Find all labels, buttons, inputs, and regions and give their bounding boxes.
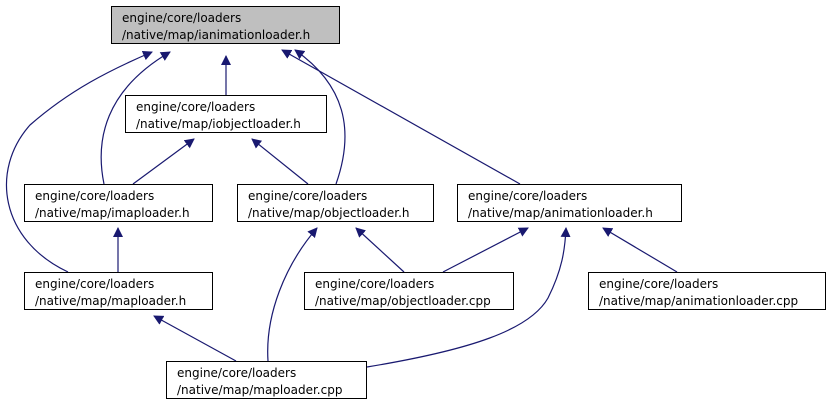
node-path-line2: /native/map/maploader.h — [35, 294, 187, 308]
node-path-line1: engine/core/loaders — [35, 189, 155, 203]
edge-objectloader-h-to-ianimationloader-h — [294, 49, 346, 185]
node-animationloader-cpp[interactable]: engine/core/loaders /native/map/animatio… — [588, 272, 826, 310]
node-path-line1: engine/core/loaders — [177, 366, 297, 380]
node-ianimationloader-h[interactable]: engine/core/loaders /native/map/ianimati… — [111, 6, 340, 44]
node-path-line2: /native/map/ianimationloader.h — [122, 28, 311, 42]
node-path-line1: engine/core/loaders — [136, 100, 256, 114]
edge-objectloader-cpp-to-animationloader-h — [442, 227, 529, 273]
edge-maploader-h-to-ianimationloader-h — [5, 50, 153, 273]
node-path-line1: engine/core/loaders — [248, 189, 368, 203]
edge-maploader-cpp-to-maploader-h — [153, 315, 237, 362]
node-path-line2: /native/map/animationloader.cpp — [599, 294, 799, 308]
node-path-line2: /native/map/objectloader.cpp — [315, 294, 491, 308]
node-path-line1: engine/core/loaders — [468, 189, 588, 203]
edge-objectloader-cpp-to-objectloader-h — [355, 227, 405, 273]
edge-objectloader-h-to-iobjectloader-h — [251, 138, 309, 185]
node-path-line2: /native/map/objectloader.h — [248, 206, 410, 220]
node-path-line2: /native/map/iobjectloader.h — [136, 117, 301, 131]
edge-imaploader-h-to-ianimationloader-h — [100, 51, 171, 185]
node-path-line2: /native/map/imaploader.h — [35, 206, 190, 220]
edge-maploader-cpp-to-animationloader-h — [366, 227, 571, 368]
node-animationloader-h[interactable]: engine/core/loaders /native/map/animatio… — [457, 184, 682, 222]
node-path-line1: engine/core/loaders — [35, 277, 155, 291]
node-objectloader-h[interactable]: engine/core/loaders /native/map/objectlo… — [237, 184, 434, 222]
node-path-line1: engine/core/loaders — [599, 277, 719, 291]
node-iobjectloader-h[interactable]: engine/core/loaders /native/map/iobjectl… — [125, 95, 327, 133]
node-path-line2: /native/map/maploader.cpp — [177, 383, 343, 397]
node-path-line1: engine/core/loaders — [315, 277, 435, 291]
node-maploader-cpp[interactable]: engine/core/loaders /native/map/maploade… — [166, 361, 367, 399]
edge-maploader-cpp-to-objectloader-h — [267, 227, 318, 362]
edge-animationloader-h-to-ianimationloader-h — [281, 49, 521, 185]
node-imaploader-h[interactable]: engine/core/loaders /native/map/imapload… — [24, 184, 213, 222]
edge-imaploader-h-to-iobjectloader-h — [132, 138, 195, 185]
node-maploader-h[interactable]: engine/core/loaders /native/map/maploade… — [24, 272, 213, 310]
node-path-line2: /native/map/animationloader.h — [468, 206, 653, 220]
node-path-line1: engine/core/loaders — [122, 11, 242, 25]
node-objectloader-cpp[interactable]: engine/core/loaders /native/map/objectlo… — [304, 272, 514, 310]
edge-animationloader-cpp-to-animationloader-h — [602, 227, 678, 273]
